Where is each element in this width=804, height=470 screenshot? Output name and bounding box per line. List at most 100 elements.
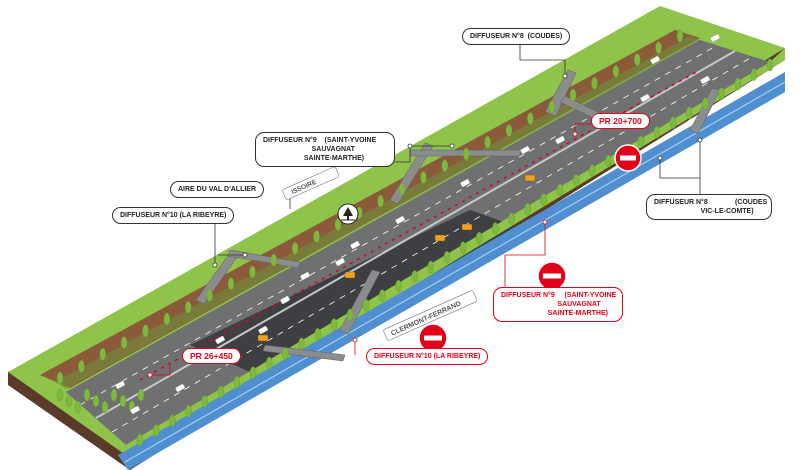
lower-verge [126, 48, 785, 458]
tree [362, 299, 370, 312]
tree [92, 394, 100, 408]
lane-marking [111, 56, 753, 433]
label-diffuseur-9-closed: DIFFUSEUR N°9 (SAINT-YVOINE SAUVAGNAT SA… [493, 287, 623, 322]
label-aire-val-allier: AIRE DU VAL D'ALLIER [170, 181, 265, 198]
tree [152, 424, 160, 437]
tree [420, 171, 427, 184]
tree [702, 97, 709, 110]
tree [120, 336, 128, 349]
vehicle [640, 93, 651, 103]
tree [637, 135, 644, 149]
tree [313, 230, 320, 243]
tree [206, 289, 213, 302]
tree [476, 231, 483, 245]
tree [395, 279, 402, 293]
tree [298, 337, 305, 351]
tree [56, 388, 64, 402]
trees [56, 29, 774, 447]
tree [142, 324, 149, 338]
tree [524, 203, 531, 216]
tree [119, 394, 127, 408]
tree [136, 433, 144, 447]
tree [548, 100, 555, 113]
tree [441, 159, 449, 172]
works-vehicle [257, 334, 269, 342]
river-highlight [124, 81, 786, 463]
leader-lines-red [150, 123, 592, 376]
label-diffuseur-8-right: DIFFUSEUR N°8 (COUDES VIC-LE-COMTE) [646, 194, 772, 220]
tree [718, 87, 725, 101]
tree [734, 78, 741, 91]
tree [346, 308, 354, 322]
pr-marker-top: PR 20+700 [591, 113, 650, 129]
tree [249, 265, 256, 279]
tree [270, 253, 277, 267]
vehicle [258, 325, 269, 335]
vehicle [700, 75, 711, 85]
tree [185, 301, 192, 314]
tree [74, 400, 82, 414]
vehicle [300, 271, 311, 281]
tree [334, 218, 342, 231]
tree [291, 242, 299, 255]
tree [572, 174, 580, 187]
tree [217, 385, 224, 399]
works-vehicle [461, 223, 473, 231]
tree [634, 53, 641, 66]
tree [330, 318, 338, 331]
tree [398, 183, 406, 196]
tree [508, 212, 515, 226]
vehicle [460, 178, 471, 188]
label-diffuseur-9-top: DIFFUSEUR N°9 (SAINT-YVOINE SAUVAGNAT SA… [255, 132, 395, 167]
tree [655, 41, 662, 54]
tree [266, 356, 273, 370]
label-diffuseur-8-top: DIFFUSEUR N°8 (COUDES) [462, 28, 571, 45]
tree [56, 371, 64, 385]
lane-marking [79, 45, 717, 406]
vehicle [175, 383, 186, 393]
vehicle [215, 335, 226, 345]
vehicle [520, 145, 531, 155]
leader-dots [212, 73, 703, 268]
vehicle [395, 215, 406, 225]
tree [227, 277, 235, 290]
tree [591, 76, 598, 90]
works-zone [190, 210, 520, 372]
vehicle [710, 33, 721, 43]
label-diffuseur-10-closed: DIFFUSEUR N°10 (LA RIBEYRE) [366, 348, 489, 365]
vehicle [115, 380, 126, 390]
tree [766, 58, 774, 72]
vehicle [650, 55, 661, 65]
tree [99, 348, 106, 361]
tree [527, 112, 534, 125]
tree [101, 400, 109, 414]
tree [686, 106, 693, 120]
tree [492, 222, 499, 235]
vehicle [350, 240, 361, 250]
tree [669, 116, 677, 129]
works-vehicle [434, 234, 446, 242]
no-entry-icon [614, 144, 642, 172]
tree [282, 347, 289, 360]
pr-marker-bottom: PR 26+450 [182, 348, 241, 364]
no-entry-icon [418, 323, 448, 353]
cone-line [139, 69, 701, 381]
tree [169, 414, 176, 427]
tree [427, 260, 434, 274]
tree [589, 164, 596, 177]
leader-dots-red [147, 131, 578, 378]
tree [110, 388, 118, 402]
tree [463, 147, 470, 161]
tree [314, 328, 321, 341]
tree [249, 366, 257, 379]
tree [185, 404, 192, 418]
tree [505, 124, 513, 137]
tree [653, 126, 661, 139]
tree [569, 88, 577, 102]
tree [83, 388, 91, 402]
no-entry-icon [537, 261, 567, 291]
tree [484, 135, 491, 149]
vehicle [555, 135, 566, 145]
tree [411, 270, 418, 283]
tree [78, 360, 85, 373]
